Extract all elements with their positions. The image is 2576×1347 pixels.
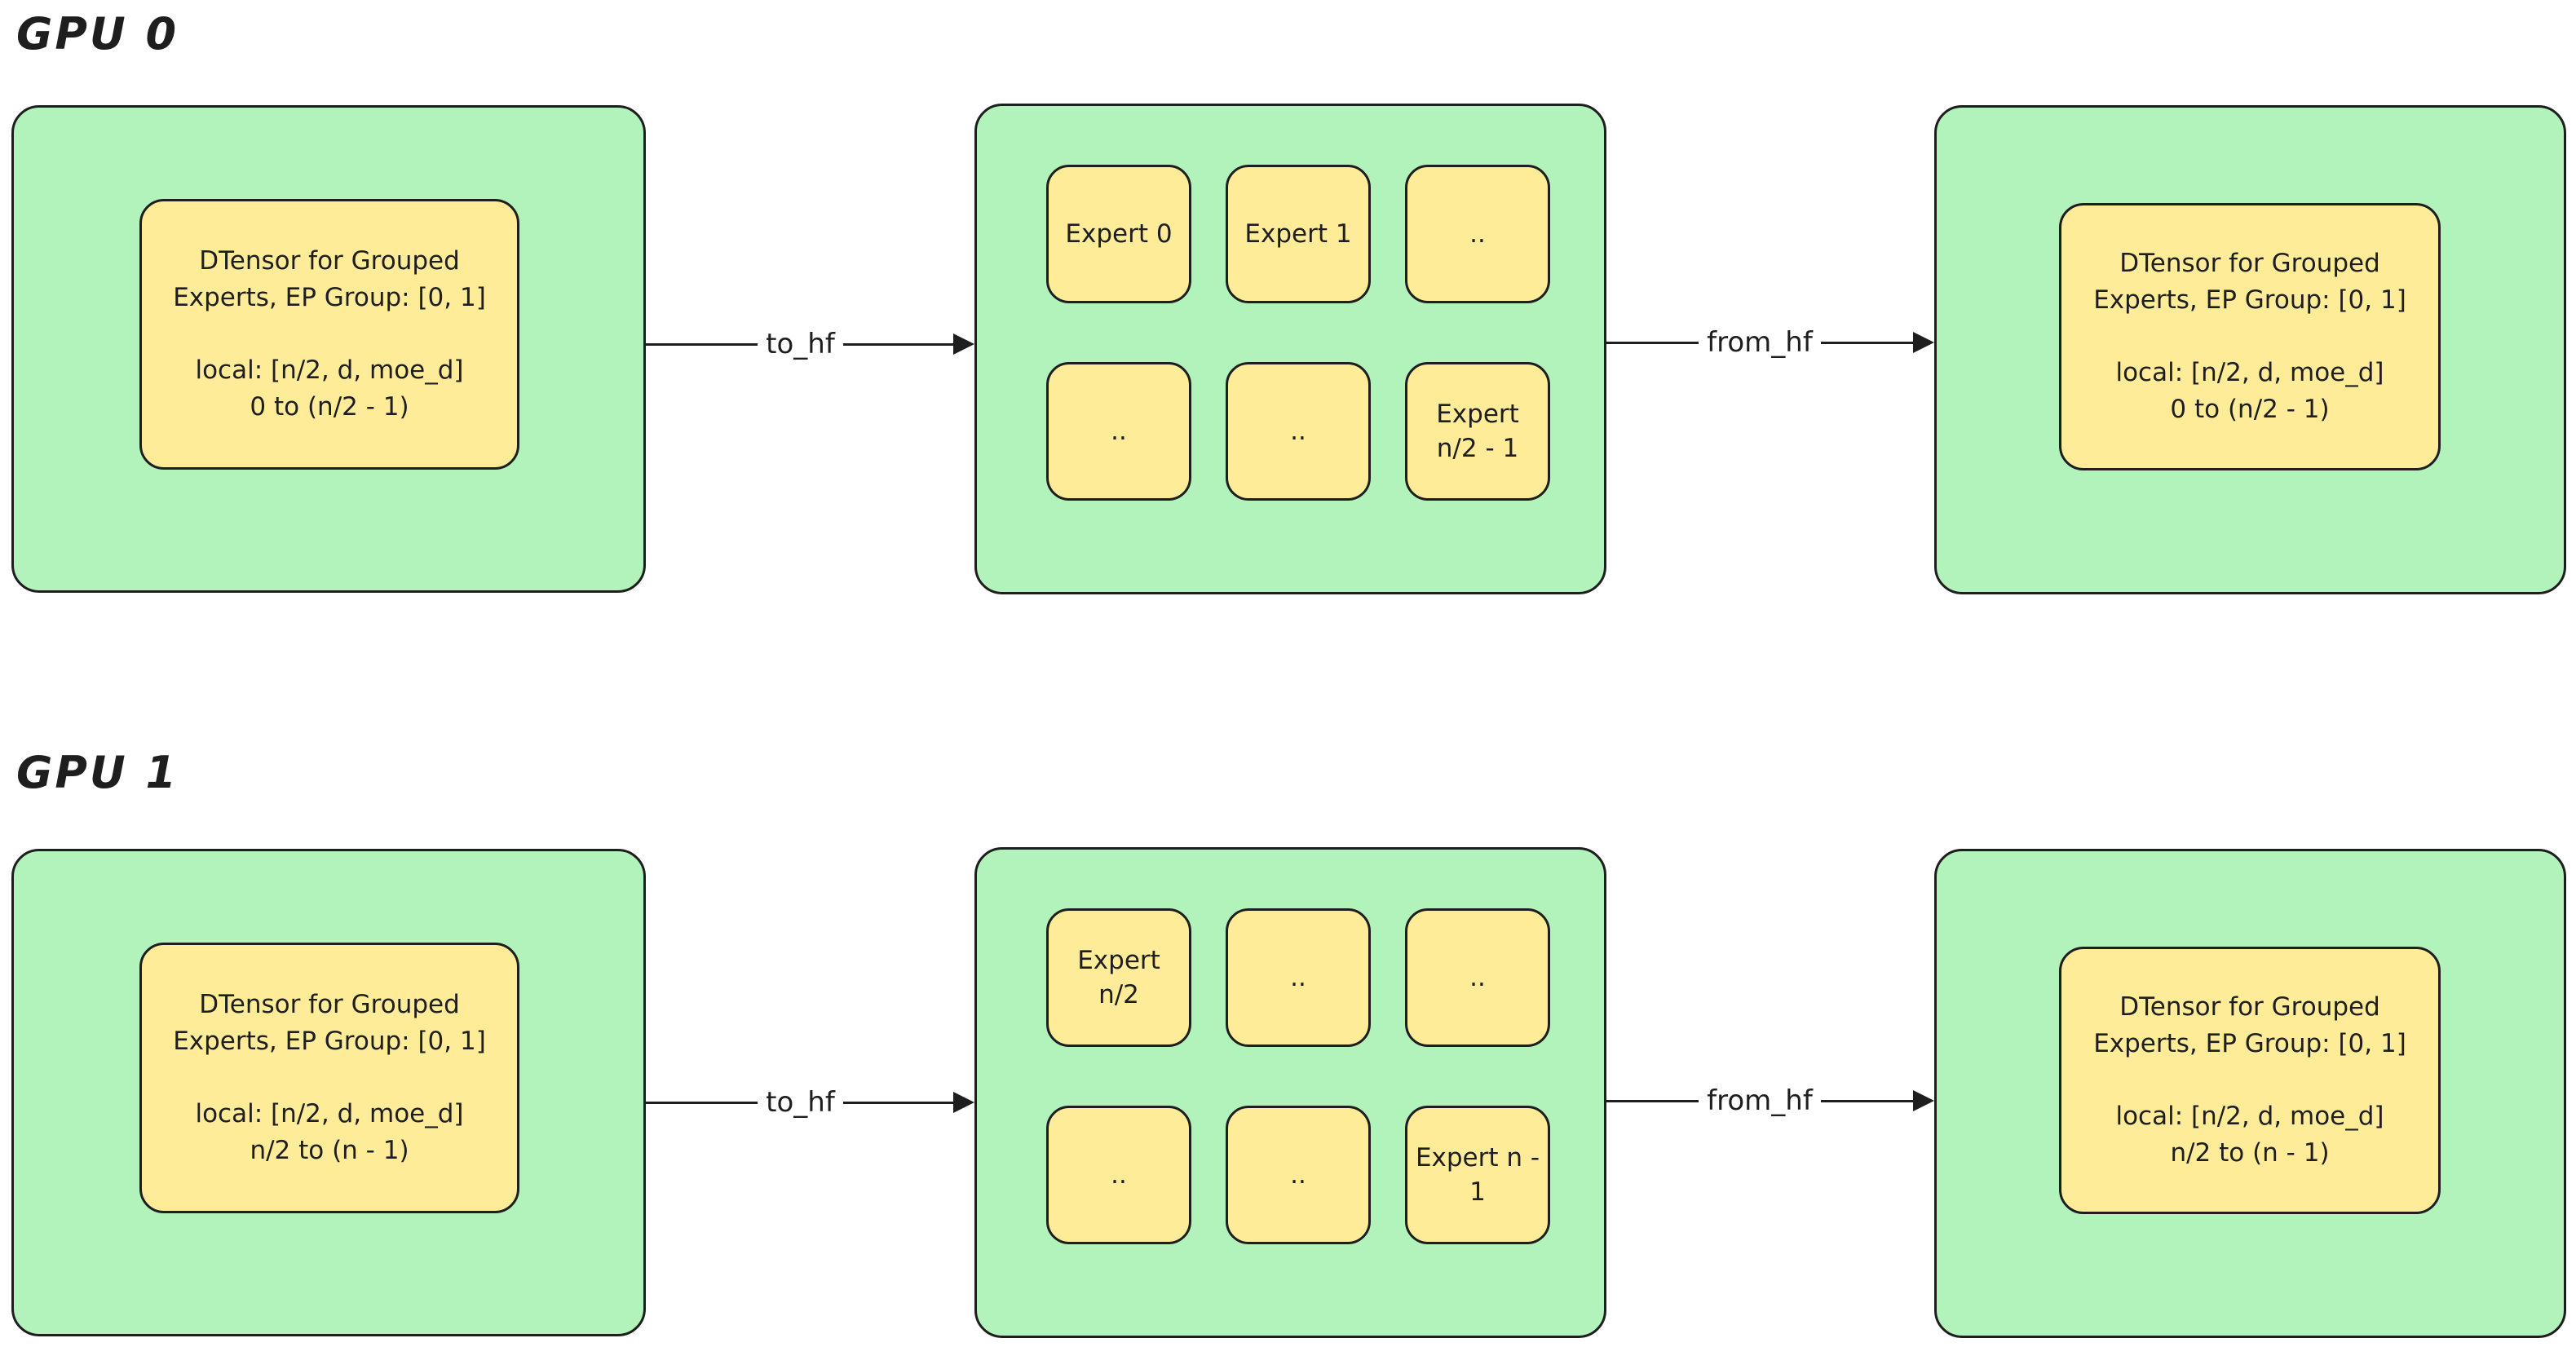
gpu1-experts-box: Expert n/2 .. .. .. .. Expert n - 1: [974, 847, 1606, 1338]
expert-cell: ..: [1226, 362, 1371, 501]
gpu0-left-shard-box: DTensor for Grouped Experts, EP Group: […: [11, 105, 646, 593]
dtensor-line: local: [n/2, d, moe_d]: [195, 1099, 464, 1128]
gpu1-to-hf-arrow: to_hf: [646, 1084, 974, 1120]
expert-cell: ..: [1405, 165, 1550, 303]
gpu0-title: GPU 0: [16, 8, 179, 60]
arrow-label: to_hf: [766, 328, 835, 360]
expert-cell: Expert 0: [1046, 165, 1191, 303]
arrowhead-icon: [1913, 1090, 1934, 1111]
dtensor-line: DTensor for Grouped: [199, 990, 460, 1019]
dtensor-line: n/2 to (n - 1): [250, 1136, 409, 1165]
gpu0-right-shard-box: DTensor for Grouped Experts, EP Group: […: [1934, 105, 2566, 594]
dtensor-line: DTensor for Grouped: [2119, 992, 2380, 1022]
arrow-line: [842, 1101, 955, 1104]
arrow-line: [646, 1101, 758, 1104]
expert-cell: ..: [1226, 1106, 1371, 1244]
dtensor-line: 0 to (n/2 - 1): [2170, 395, 2330, 424]
expert-cell: Expert 1: [1226, 165, 1371, 303]
dtensor-line: local: [n/2, d, moe_d]: [2115, 358, 2384, 387]
dtensor-line: 0 to (n/2 - 1): [250, 392, 409, 422]
dtensor-line: local: [n/2, d, moe_d]: [195, 356, 464, 385]
dtensor-line: Experts, EP Group: [0, 1]: [173, 1027, 486, 1056]
dtensor-line: DTensor for Grouped: [199, 246, 460, 276]
arrowhead-icon: [1913, 332, 1934, 353]
expert-cell: Expert n/2 - 1: [1405, 362, 1550, 501]
arrowhead-icon: [953, 1092, 974, 1113]
gpu1-from-hf-arrow: from_hf: [1605, 1083, 1934, 1119]
arrow-label: to_hf: [766, 1086, 835, 1119]
dtensor-line: n/2 to (n - 1): [2170, 1138, 2330, 1168]
arrow-label: from_hf: [1707, 326, 1813, 359]
gpu0-right-dtensor-note: DTensor for Grouped Experts, EP Group: […: [2059, 203, 2441, 470]
arrow-line: [1820, 341, 1915, 344]
gpu0-from-hf-arrow: from_hf: [1605, 325, 1934, 360]
expert-cell: ..: [1405, 908, 1550, 1047]
dtensor-line: local: [n/2, d, moe_d]: [2115, 1102, 2384, 1131]
dtensor-line: DTensor for Grouped: [2119, 249, 2380, 278]
arrow-line: [646, 342, 758, 346]
dtensor-line: Experts, EP Group: [0, 1]: [173, 283, 486, 312]
expert-cell: ..: [1046, 362, 1191, 501]
arrow-line: [1820, 1099, 1915, 1102]
gpu1-right-shard-box: DTensor for Grouped Experts, EP Group: […: [1934, 849, 2566, 1338]
gpu0-to-hf-arrow: to_hf: [646, 326, 974, 362]
arrowhead-icon: [953, 333, 974, 355]
dtensor-line: Experts, EP Group: [0, 1]: [2093, 285, 2406, 315]
expert-cell: Expert n - 1: [1405, 1106, 1550, 1244]
dtensor-line: Experts, EP Group: [0, 1]: [2093, 1029, 2406, 1058]
gpu0-expert-grid: Expert 0 Expert 1 .. .. .. Expert n/2 - …: [1046, 165, 1550, 501]
gpu1-left-dtensor-note: DTensor for Grouped Experts, EP Group: […: [139, 943, 519, 1213]
gpu0-left-dtensor-note: DTensor for Grouped Experts, EP Group: […: [139, 199, 519, 470]
gpu1-left-shard-box: DTensor for Grouped Experts, EP Group: […: [11, 849, 646, 1336]
gpu1-expert-grid: Expert n/2 .. .. .. .. Expert n - 1: [1046, 908, 1550, 1244]
gpu0-experts-box: Expert 0 Expert 1 .. .. .. Expert n/2 - …: [974, 104, 1606, 594]
arrow-label: from_hf: [1707, 1084, 1813, 1117]
gpu1-right-dtensor-note: DTensor for Grouped Experts, EP Group: […: [2059, 947, 2441, 1214]
expert-cell: ..: [1226, 908, 1371, 1047]
expert-cell: ..: [1046, 1106, 1191, 1244]
arrow-line: [842, 342, 955, 346]
arrow-line: [1605, 1099, 1699, 1102]
expert-cell: Expert n/2: [1046, 908, 1191, 1047]
arrow-line: [1605, 341, 1699, 344]
gpu1-title: GPU 1: [16, 747, 179, 798]
